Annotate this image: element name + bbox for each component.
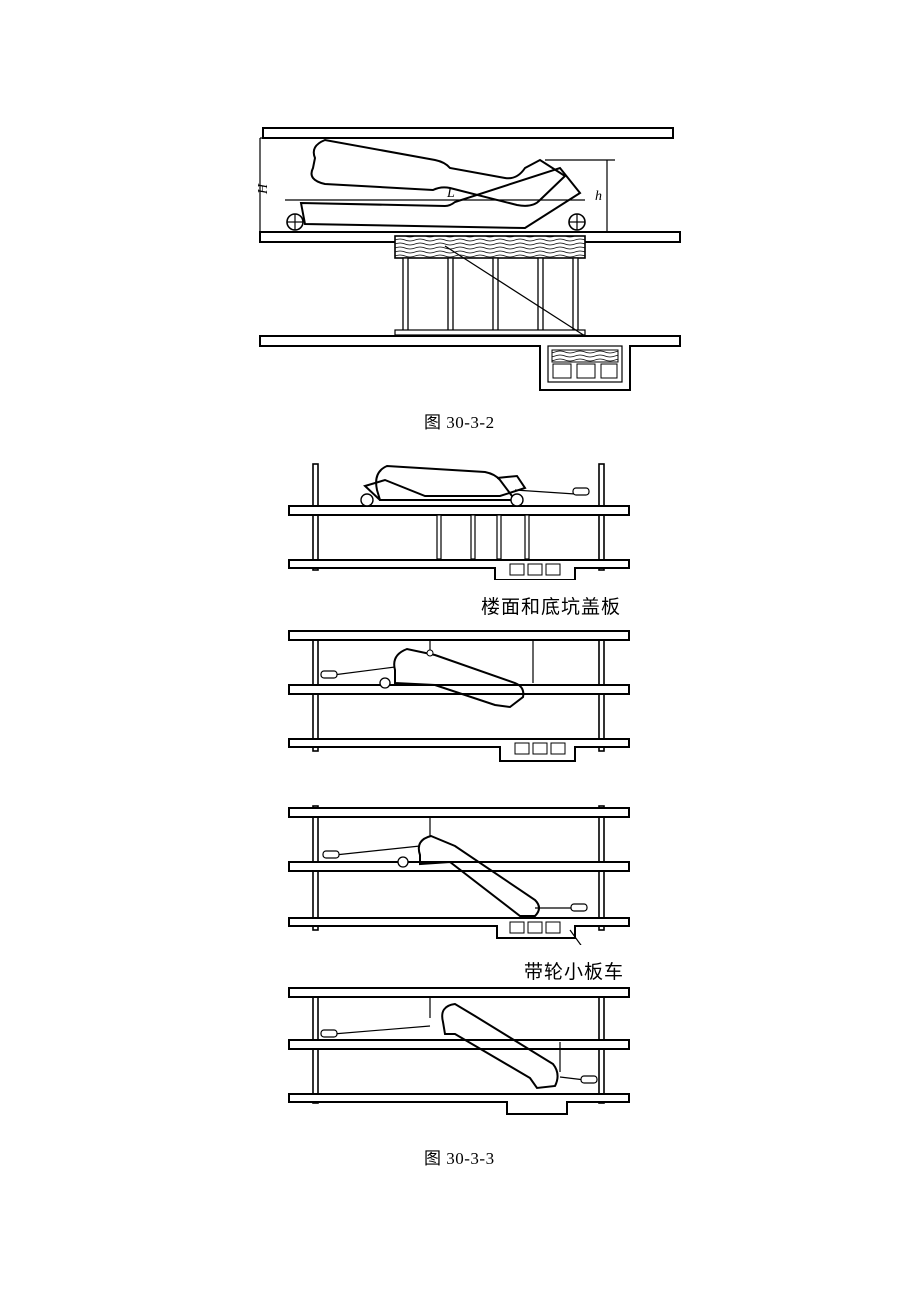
figure-30-3-3-panel-4 <box>288 987 630 1115</box>
timber-beam <box>394 235 586 259</box>
caption-30-3-2: 图 30-3-2 <box>424 413 495 432</box>
figure-30-3-3-panel-3 <box>288 805 630 945</box>
annotation-floor-cover: 楼面和底坑盖板 <box>481 596 622 618</box>
top-slab <box>262 127 674 139</box>
escalator-truss-upper <box>310 138 567 207</box>
slab-2 <box>288 861 630 872</box>
support-props <box>402 257 579 337</box>
figure-30-3-2-diagram: H L h <box>256 127 681 391</box>
label-h: h <box>595 189 602 204</box>
floor-slab-lower-with-pit <box>288 559 630 580</box>
label-H: H <box>256 183 271 195</box>
annotation-wheeled-cart: 带轮小板车 <box>524 961 625 983</box>
slab-3 <box>288 1093 630 1115</box>
slab-1 <box>288 630 630 641</box>
slab-1 <box>288 987 630 998</box>
escalator-truss-lower <box>299 166 582 230</box>
figure-30-3-3-panel-1 <box>288 463 630 580</box>
slab-1 <box>288 807 630 818</box>
floor-slab-upper <box>288 505 630 516</box>
label-L: L <box>446 186 455 201</box>
caption-30-3-3: 图 30-3-3 <box>424 1149 495 1168</box>
slab-2 <box>288 1039 630 1050</box>
figure-30-3-3-panel-2 <box>288 630 630 762</box>
slab-3 <box>288 738 630 762</box>
slab-3 <box>288 917 630 939</box>
